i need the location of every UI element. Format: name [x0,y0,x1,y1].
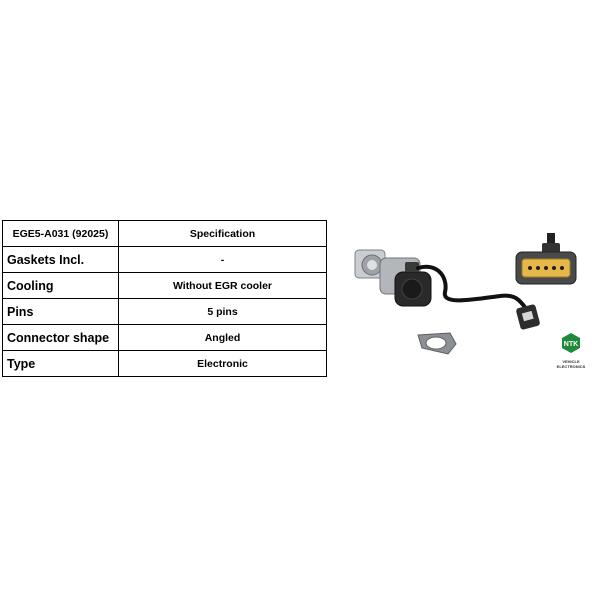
table-row: Gaskets Incl. - [2,246,327,273]
connector-closeup [515,233,577,285]
cable-end-connector [516,304,540,330]
part-number-cell: EGE5-A031 (92025) [2,220,119,247]
specification-heading: Specification [118,220,327,247]
table-row: Pins 5 pins [2,298,327,325]
svg-text:NTK: NTK [564,341,578,348]
row-label: Gaskets Incl. [2,246,119,273]
table-row: Type Electronic [2,350,327,377]
table-row: Connector shape Angled [2,324,327,351]
ntk-tagline: VEHICLE ELECTRONICS [556,359,586,369]
table-row: Cooling Without EGR cooler [2,272,327,299]
table-header-row: EGE5-A031 (92025) Specification [2,220,327,247]
wiring-cable [416,264,529,312]
ntk-logo: NTK [562,333,580,353]
gasket [417,332,457,355]
row-value: 5 pins [118,298,327,325]
row-label: Cooling [2,272,119,299]
row-label: Pins [2,298,119,325]
row-value: Electronic [118,350,327,377]
specification-table: EGE5-A031 (92025) Specification Gaskets … [2,220,327,377]
row-label: Type [2,350,119,377]
row-label: Connector shape [2,324,119,351]
row-value: Angled [118,324,327,351]
row-value: - [118,246,327,273]
row-value: Without EGR cooler [118,272,327,299]
egr-valve-product-image: NTK [354,233,580,355]
egr-valve-body [354,249,432,307]
